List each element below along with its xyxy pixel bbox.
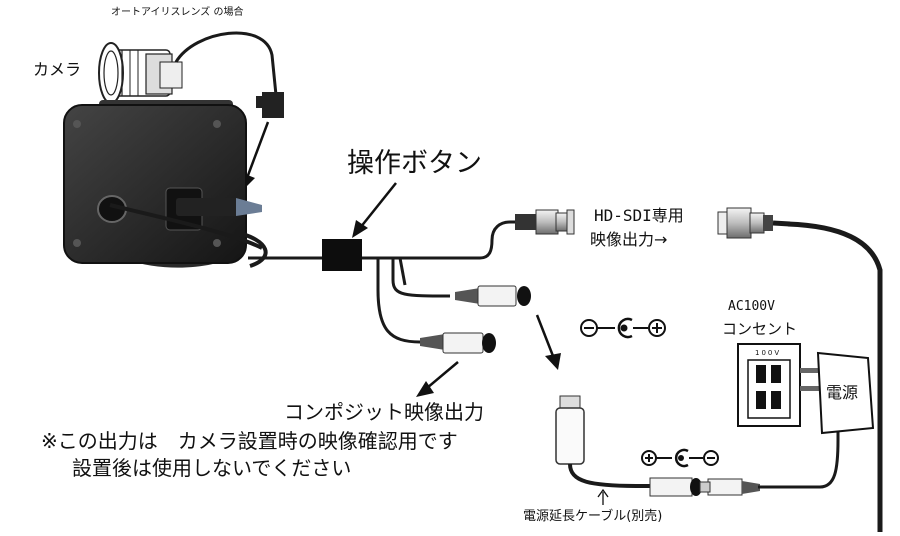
adapter-cable <box>758 432 840 489</box>
extension-cable-label: 電源延長ケーブル(別売) <box>523 509 663 524</box>
ac-outlet-icon <box>737 343 801 427</box>
note-line-2: 設置後は使用しないでください <box>72 456 352 480</box>
bnc-cable <box>362 220 520 260</box>
operation-button-label: 操作ボタン <box>347 148 482 179</box>
ac-adapter-icon <box>800 351 875 435</box>
arrow-up-extension-label <box>597 488 609 505</box>
hdsdi-output-label-line2: 映像出力→ <box>590 230 668 249</box>
operation-button-box <box>322 239 362 271</box>
power-jack-cable <box>391 258 451 298</box>
power-supply-label: 電源 <box>826 383 859 402</box>
adapter-output-plug-icon <box>699 478 760 496</box>
auto-iris-lens-icon <box>98 42 183 104</box>
lens-cable <box>174 31 278 96</box>
polarity-center-positive-icon <box>641 448 719 468</box>
composite-cable <box>376 258 421 344</box>
extension-cable-icon <box>555 395 702 497</box>
arrow-to-operation-button <box>352 182 397 238</box>
hdsdi-cable <box>787 221 883 532</box>
lens-plug-icon <box>256 92 284 118</box>
composite-plug-icon <box>420 332 496 354</box>
composite-output-label: コンポジット映像出力 <box>284 400 484 424</box>
outlet-plate-label: 100V <box>755 349 782 357</box>
arrow-to-extension-cable <box>535 314 561 370</box>
camera-label: カメラ <box>33 60 82 79</box>
bnc-connector-icon <box>717 207 791 239</box>
hdsdi-output-label-line1: HD-SDI専用 <box>594 206 684 225</box>
camera-body-icon <box>63 100 268 268</box>
arrow-to-composite-label <box>416 361 459 397</box>
ac100v-label: AC100V <box>728 299 775 314</box>
outlet-label: コンセント <box>722 320 798 338</box>
bnc-connector-icon <box>515 209 575 235</box>
auto-iris-lens-label: オートアイリスレンズ の場合 <box>111 7 244 18</box>
note-line-1: ※この出力は カメラ設置時の映像確認用です <box>41 429 458 453</box>
polarity-center-positive-icon <box>580 317 666 339</box>
power-jack-plug-icon <box>455 285 531 307</box>
